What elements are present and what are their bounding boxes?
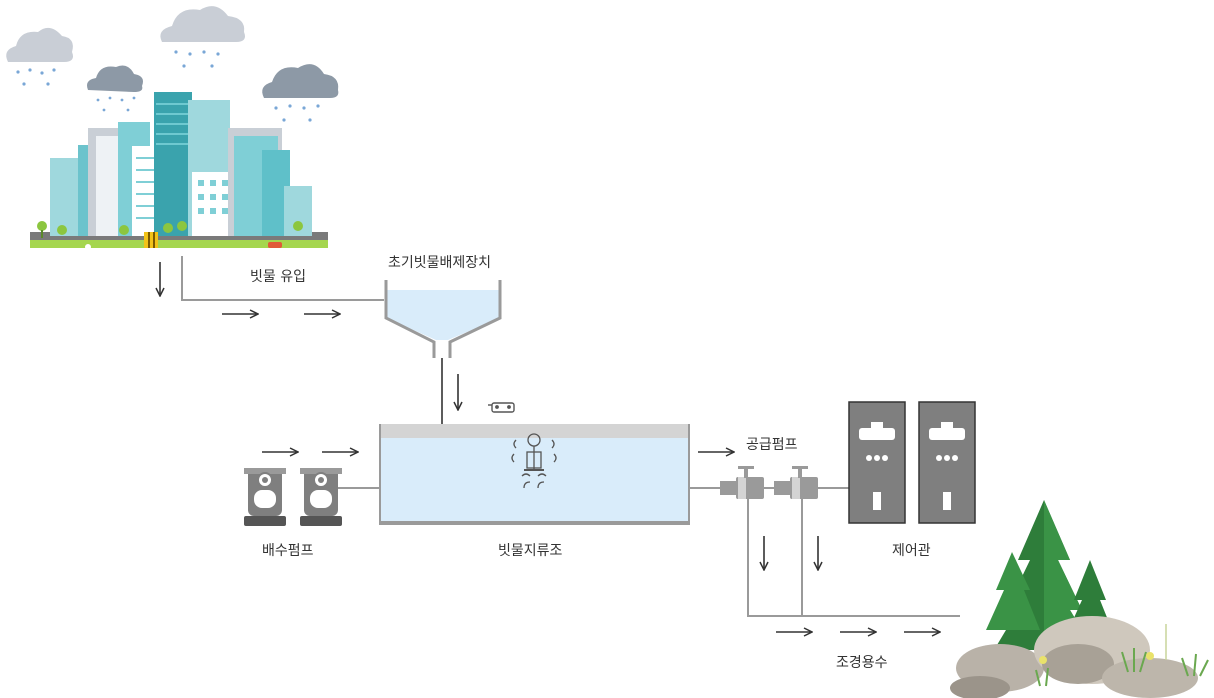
label-drain-pump: 배수펌프 <box>262 543 314 559</box>
label-rain-inflow: 빗물 유입 <box>250 269 306 285</box>
cloud-icon <box>160 6 245 68</box>
landscape-illustration <box>950 500 1209 698</box>
label-supply-pump: 공급펌프 <box>746 437 798 453</box>
drain-pump <box>244 468 286 526</box>
label-landscape-water: 조경용수 <box>836 655 888 671</box>
level-sensor-icon <box>488 402 515 413</box>
first-flush-device <box>384 280 502 358</box>
landscape-pipe <box>747 496 960 617</box>
cloud-icon <box>6 27 74 86</box>
flow-arrows <box>160 262 940 632</box>
mixer-icon <box>511 433 557 489</box>
inflow-pipe <box>181 256 384 301</box>
city-buildings <box>30 92 328 250</box>
supply-pump <box>774 466 818 499</box>
label-control-panel: 제어관 <box>892 543 931 559</box>
cloud-icon <box>87 65 143 112</box>
drain-pump <box>300 468 342 526</box>
control-panel <box>848 401 906 524</box>
label-first-flush-device: 초기빗물배제장치 <box>388 255 492 271</box>
label-storage-tank: 빗물지류조 <box>498 543 563 559</box>
storage-tank <box>379 424 690 525</box>
control-panel <box>918 401 976 524</box>
supply-pump <box>720 466 764 499</box>
cloud-icon <box>262 64 339 122</box>
